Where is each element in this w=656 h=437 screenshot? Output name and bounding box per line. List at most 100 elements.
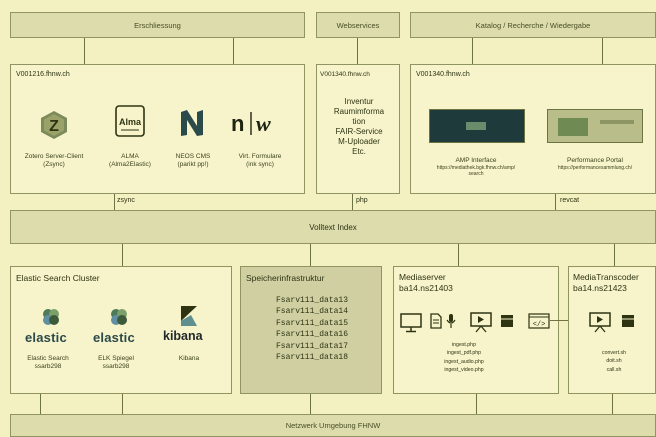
- speicherinfrastruktur: Speicherinfrastruktur Fsarv111_data13 Fs…: [240, 266, 382, 394]
- performance-portal-screenshot: [547, 109, 643, 143]
- webservice-item: tion: [352, 117, 366, 126]
- node-label-line1: Kibana: [178, 355, 200, 362]
- microphone-icon: [446, 313, 456, 329]
- bar-webservices-label: Webservices: [336, 20, 380, 30]
- amp-interface-screenshot: [429, 109, 525, 143]
- connector: [602, 38, 603, 64]
- app-label-line1: ALMA: [121, 153, 139, 160]
- storage-title: Speicherinfrastruktur: [246, 273, 325, 283]
- presentation-icon: [589, 311, 611, 333]
- neos-icon: [179, 109, 205, 137]
- connector: [310, 244, 311, 266]
- webservice-item: M-Uploader: [338, 137, 380, 146]
- item-label-line1: Performance Portal: [567, 157, 623, 164]
- connector: [550, 320, 582, 321]
- storage-share-list: Fsarv111_data13 Fsarv111_data14 Fsarv111…: [241, 295, 383, 363]
- video-file-icon: [621, 314, 635, 328]
- mediatranscoder: MediaTranscoder ba14.ns21423 convert.sh …: [568, 266, 656, 394]
- script-item: ingest_pdf.php: [446, 350, 482, 357]
- svg-text:Alma: Alma: [119, 117, 142, 127]
- screenshot-accent: [558, 118, 588, 136]
- app-label-line1: Virt. Formulare: [238, 153, 282, 160]
- presentation-icon: [470, 311, 492, 333]
- node-label-line1: ELK Spiegel: [98, 355, 134, 362]
- elastic-search-cluster: Elastic Search Cluster elastic Elastic S…: [10, 266, 232, 394]
- connector: [357, 38, 358, 64]
- elastic-logo-text: elastic: [93, 330, 135, 345]
- screenshot-accent: [466, 122, 486, 130]
- server-v001340-webservices: V001340.fhnw.ch Inventur Raumimforma tio…: [316, 64, 400, 194]
- script-item: doit.sh: [606, 358, 622, 365]
- connector: [614, 244, 615, 266]
- webservice-item: Etc.: [352, 147, 366, 156]
- elastic-icon: [41, 307, 61, 327]
- bar-erschliessung-label: Erschliessung: [134, 20, 181, 30]
- zotero-label: Zotero Server-Client(Zsync): [16, 153, 92, 169]
- script-item: ingest_video.php: [444, 367, 484, 374]
- kibana-node-label: Kibana: [161, 355, 217, 363]
- bar-erschliessung: Erschliessung: [10, 12, 305, 38]
- storage-share: Fsarv111_data15: [275, 318, 348, 328]
- storage-share: Fsarv111_data16: [275, 330, 348, 340]
- bar-katalog-label: Katalog / Recherche / Wiedergabe: [475, 20, 591, 30]
- alma-icon: Alma: [115, 105, 145, 137]
- code-window-icon: </>: [528, 313, 550, 329]
- item-label-line3: search: [468, 171, 484, 178]
- server-host-label: V001216.fhnw.ch: [16, 71, 70, 78]
- script-item: ingest_audio.php: [444, 358, 484, 365]
- performance-portal-label: Performance Portal https://performancesa…: [535, 157, 655, 171]
- connector: [612, 394, 613, 414]
- script-item: call.sh: [606, 366, 622, 373]
- connector: [122, 244, 123, 266]
- kibana-logo-text: kibana: [163, 329, 203, 343]
- protocol-zsync: zsync: [117, 197, 135, 204]
- connector: [233, 38, 234, 64]
- video-file-icon: [500, 314, 514, 328]
- app-label-line1: Zotero Server-Client: [24, 153, 84, 160]
- connector: [472, 38, 473, 64]
- alma-label: ALMA(Alma2Elastic): [93, 153, 167, 169]
- volltext-index-label: Volltext Index: [309, 222, 357, 232]
- elastic-icon: [109, 307, 129, 327]
- item-label-line2: https://mediathek.bgk.fhnw.ch/amp/: [436, 165, 516, 172]
- webservice-item: FAIR-Service: [335, 127, 383, 136]
- node-label-line2: ssarb298: [102, 363, 130, 371]
- webservice-list: Inventur Raumimforma tion FAIR-Service M…: [317, 97, 401, 157]
- connector: [476, 394, 477, 414]
- ingest-script-list: ingest.php ingest_pdf.php ingest_audio.p…: [424, 341, 504, 375]
- app-label-line1: NEOS CMS: [175, 153, 211, 160]
- mediaserver: Mediaserver ba14.ns21403 </> ingest.php …: [393, 266, 559, 394]
- connector: [122, 394, 123, 414]
- server-v001340-katalog: V001340.fhnw.ch AMP Interface https://me…: [410, 64, 656, 194]
- document-icon: [430, 313, 442, 329]
- app-label-line2: (Zsync): [43, 161, 65, 169]
- mediaserver-title: Mediaserver: [399, 272, 446, 282]
- bar-webservices: Webservices: [316, 12, 400, 38]
- storage-share: Fsarv111_data17: [275, 341, 348, 351]
- nw-label: Virt. Formulare(ink sync): [223, 153, 297, 169]
- network-bar: Netzwerk Umgebung FHNW: [10, 414, 656, 437]
- svg-text:Z: Z: [49, 118, 59, 135]
- connector: [352, 194, 353, 210]
- item-label-line2: https://performancesammlung.ch/: [557, 165, 633, 172]
- protocol-php: php: [356, 197, 368, 204]
- elastic-logo-text: elastic: [25, 330, 67, 345]
- zotero-icon: Z: [39, 110, 69, 140]
- network-label: Netzwerk Umgebung FHNW: [285, 421, 381, 430]
- connector: [84, 38, 85, 64]
- monitor-icon: [400, 313, 422, 333]
- kibana-icon: [179, 305, 199, 327]
- volltext-index-bar: Volltext Index: [10, 210, 656, 244]
- webservice-item: Raumimforma: [333, 107, 385, 116]
- app-label-line2: (Alma2Elastic): [109, 161, 151, 169]
- svg-text:w: w: [256, 111, 271, 136]
- mediaserver-host: ba14.ns21403: [399, 283, 453, 293]
- connector: [114, 194, 115, 210]
- connector: [310, 394, 311, 414]
- storage-share: Fsarv111_data18: [275, 353, 348, 363]
- connector: [40, 394, 41, 414]
- app-label-line2: (parikt pp!): [177, 161, 209, 169]
- script-item: ingest.php: [452, 342, 476, 348]
